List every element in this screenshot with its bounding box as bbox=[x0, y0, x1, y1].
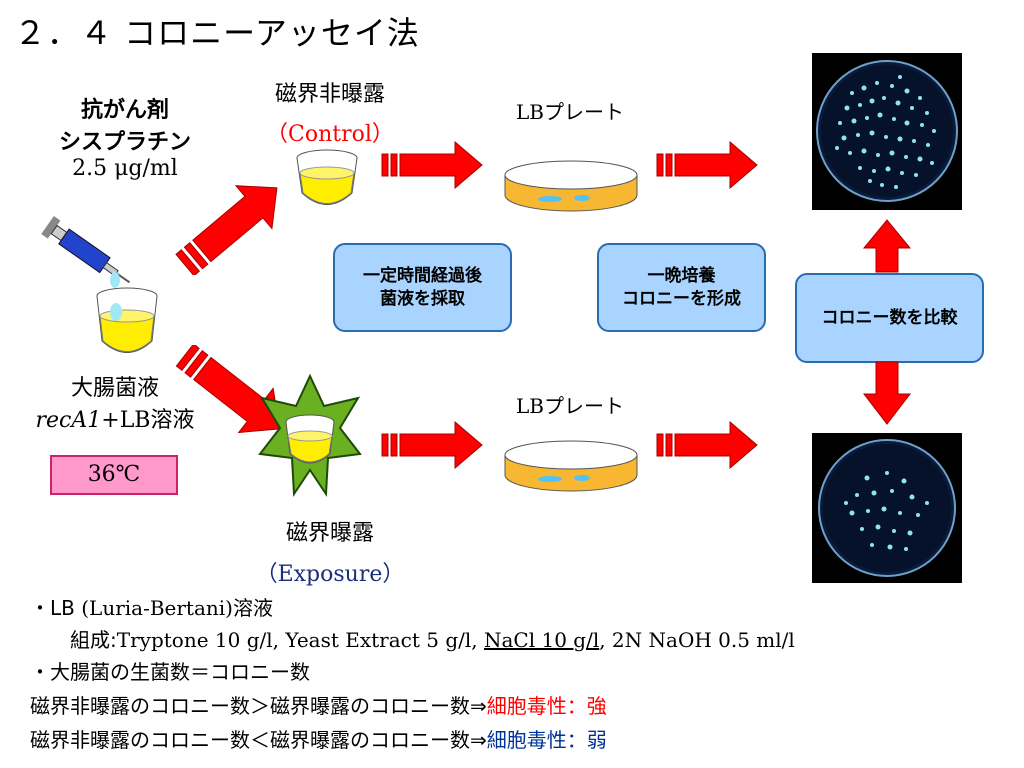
note-result2-b: 細胞毒性 bbox=[486, 728, 567, 752]
arrow-plate-to-result-bottom-icon bbox=[656, 420, 758, 470]
arrow-plate-to-result-top-icon bbox=[656, 140, 758, 190]
note-comp-prefix: 組成 bbox=[70, 628, 110, 652]
note-lb: ・LB (Luria-Bertani)溶液 bbox=[30, 592, 273, 621]
note-comp-c: , 2N NaOH 0.5 ml/l bbox=[599, 628, 795, 652]
step-collect-line2: 菌液を採取 bbox=[380, 288, 465, 309]
plate-label-top: LBプレート bbox=[516, 100, 624, 124]
control-colony-photo bbox=[812, 53, 962, 210]
exposure-plate-image bbox=[818, 439, 956, 577]
step-collect-box: 一定時間経過後 菌液を採取 bbox=[333, 243, 512, 332]
note-result-strong: 磁界非曝露のコロニー数＞磁界曝露のコロニー数⇒細胞毒性：強 bbox=[30, 690, 607, 719]
exposure-sub-label: （Exposure） bbox=[255, 562, 405, 587]
lb-plate-top-icon bbox=[504, 160, 638, 212]
note-result-weak: 磁界非曝露のコロニー数＜磁界曝露のコロニー数⇒細胞毒性：弱 bbox=[30, 724, 607, 753]
note-result1-a: 磁界非曝露のコロニー数＞磁界曝露のコロニー数⇒ bbox=[30, 694, 487, 718]
note-result2-a: 磁界非曝露のコロニー数＜磁界曝露のコロニー数⇒ bbox=[30, 728, 487, 752]
arrow-control-to-plate-icon bbox=[381, 140, 483, 190]
step-culture-line2: コロニーを形成 bbox=[622, 288, 741, 309]
page-title: ２．４ コロニーアッセイ法 bbox=[14, 14, 420, 52]
lb-plate-bottom-icon bbox=[504, 440, 638, 492]
control-plate-image bbox=[816, 60, 958, 202]
arrow-to-exposure-icon bbox=[175, 345, 281, 434]
arrow-up-icon bbox=[862, 219, 912, 273]
note-composition: 組成:Tryptone 10 g/l, Yeast Extract 5 g/l,… bbox=[70, 624, 795, 653]
note-result1-b: 細胞毒性 bbox=[486, 694, 567, 718]
control-label: 磁界非曝露 bbox=[274, 82, 385, 107]
step-collect-line1: 一定時間経過後 bbox=[363, 265, 482, 286]
drug-dose: 2.5 μg/ml bbox=[72, 156, 178, 181]
step-culture-line1: 一晩培養 bbox=[647, 265, 716, 286]
bacteria-label: 大腸菌液 recA1+LB溶液 bbox=[20, 370, 210, 434]
compare-label: コロニー数を比較 bbox=[821, 307, 958, 328]
note-comp-colon: : bbox=[110, 628, 117, 652]
drug-label: 抗がん剤 シスプラチン 2.5 μg/ml bbox=[50, 92, 200, 181]
arrow-down-icon bbox=[862, 361, 912, 425]
exposure-star-icon bbox=[258, 373, 362, 498]
note-lb-name: (Luria-Bertani) bbox=[74, 596, 233, 620]
note-count: ・大腸菌の生菌数＝コロニー数 bbox=[30, 660, 310, 684]
drug-name: シスプラチン bbox=[58, 130, 191, 155]
exposure-colony-photo bbox=[812, 433, 962, 583]
bacteria-cup-icon bbox=[96, 287, 158, 353]
control-sub-label: （Control） bbox=[266, 122, 394, 147]
note-comp-a: Tryptone 10 g/l, Yeast Extract 5 g/l, bbox=[116, 628, 484, 652]
note-comp-nacl: NaCl 10 g/l bbox=[483, 628, 600, 652]
note-lb-suffix: 溶液 bbox=[232, 596, 273, 620]
drug-category: 抗がん剤 bbox=[80, 98, 169, 123]
bacteria-name: 大腸菌液 bbox=[70, 376, 159, 401]
syringe-icon bbox=[41, 215, 131, 288]
note-result2-c: ：弱 bbox=[566, 728, 607, 752]
exposure-label: 磁界曝露 bbox=[285, 521, 374, 546]
note-lb-prefix: ・LB bbox=[30, 596, 75, 620]
note-result1-c: ：強 bbox=[566, 694, 607, 718]
plate-label-bottom: LBプレート bbox=[516, 394, 624, 418]
arrow-to-control-icon bbox=[175, 185, 278, 275]
control-cup-icon bbox=[296, 149, 358, 205]
arrow-exposure-to-plate-icon bbox=[381, 420, 483, 470]
temperature-badge: 36℃ bbox=[50, 455, 178, 495]
bacteria-medium: +LB溶液 bbox=[101, 408, 195, 433]
bacteria-strain: recA1 bbox=[35, 408, 102, 433]
step-culture-box: 一晩培養 コロニーを形成 bbox=[597, 243, 766, 332]
compare-box: コロニー数を比較 bbox=[795, 273, 984, 363]
